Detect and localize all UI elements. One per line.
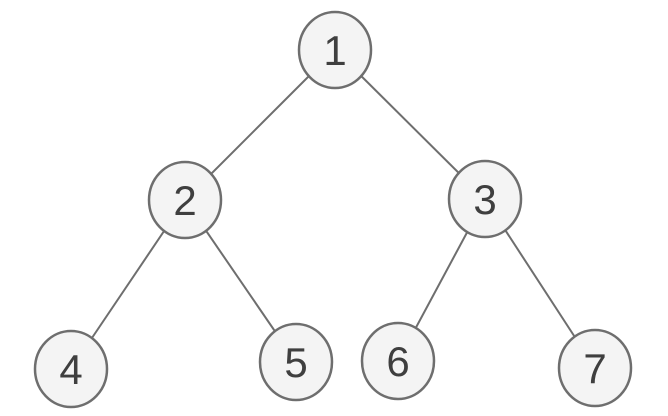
tree-node-circle-1 [297, 10, 373, 90]
tree-node-6: 6 [360, 321, 436, 401]
tree-node-7: 7 [557, 328, 633, 408]
tree-node-circle-7 [557, 328, 633, 408]
tree-node-label-5: 5 [284, 339, 307, 386]
tree-node-label-2: 2 [173, 177, 196, 224]
tree-node-label-4: 4 [59, 346, 82, 393]
tree-node-label-1: 1 [323, 27, 346, 74]
tree-node-1: 1 [297, 10, 373, 90]
tree-node-circle-6 [360, 321, 436, 401]
tree-node-label-3: 3 [473, 176, 496, 223]
tree-node-label-7: 7 [583, 345, 606, 392]
tree-node-2: 2 [147, 160, 223, 240]
tree-node-circle-3 [447, 159, 523, 239]
tree-node-5: 5 [258, 322, 334, 402]
tree-nodes: 1 2 3 4 5 6 7 [33, 10, 633, 409]
tree-node-3: 3 [447, 159, 523, 239]
tree-node-circle-4 [33, 329, 109, 409]
tree-node-circle-5 [258, 322, 334, 402]
tree-node-label-6: 6 [386, 338, 409, 385]
tree-node-circle-2 [147, 160, 223, 240]
tree-node-4: 4 [33, 329, 109, 409]
